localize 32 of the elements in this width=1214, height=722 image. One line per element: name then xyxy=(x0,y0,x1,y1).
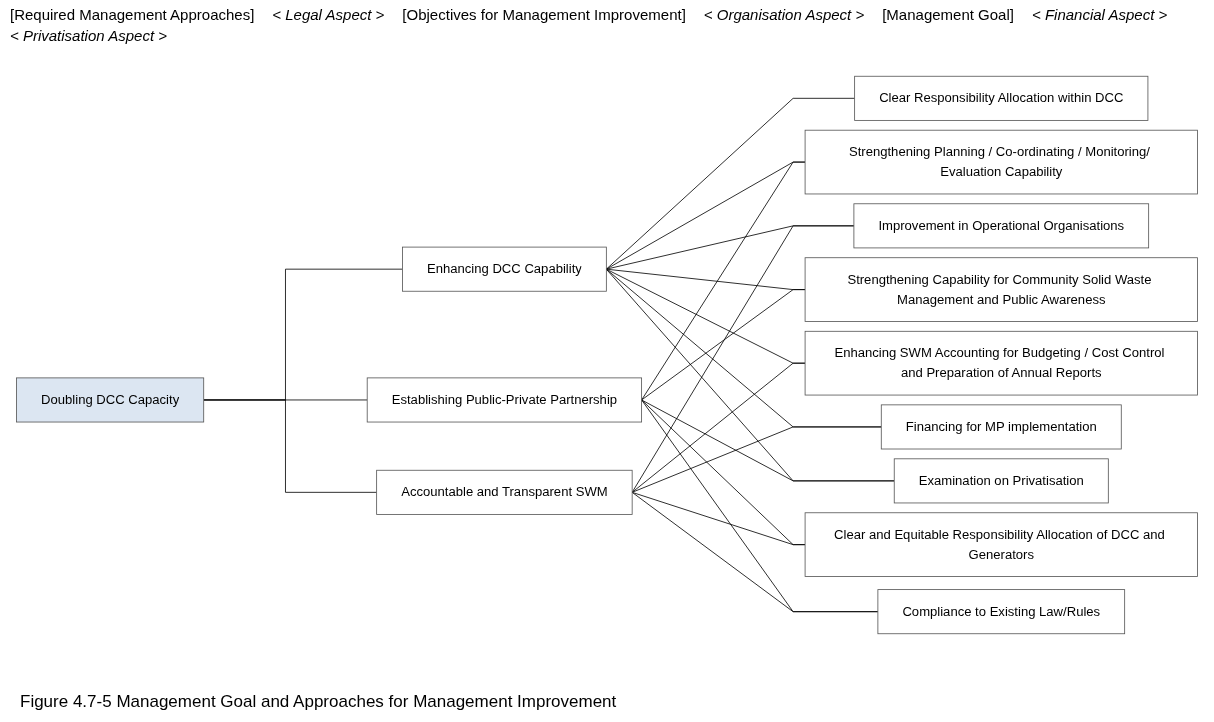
column-heading: [Objectives for Management Improvement] xyxy=(402,6,686,23)
connector xyxy=(631,491,806,546)
connector xyxy=(605,268,895,482)
column-heading: [Required Management Approaches] xyxy=(10,6,255,23)
node-box: Clear Responsibility Allocation within DCC xyxy=(854,75,1149,121)
connector xyxy=(631,426,882,493)
node-box: Doubling DCC Capacity xyxy=(16,377,205,423)
node-box: Clear and Equitable Responsibility Allocation of DCC and Generators xyxy=(804,512,1198,577)
node-box: Strengthening Planning / Co-ordinating / Monitoring/ Evaluation Capability xyxy=(804,129,1198,195)
connector xyxy=(641,399,895,482)
node-box: Enhancing DCC Capability xyxy=(402,246,607,292)
connector xyxy=(203,399,378,493)
aspect-heading: < Financial Aspect > xyxy=(1031,6,1168,23)
aspect-heading: < Organisation Aspect > xyxy=(703,6,865,23)
aspect-heading: < Privatisation Aspect > xyxy=(10,27,168,44)
connector xyxy=(631,362,806,493)
connector xyxy=(605,97,856,270)
node-box: Enhancing SWM Accounting for Budgeting / Cost Control and Preparation of Annual Reports xyxy=(804,330,1198,396)
node-box: Examination on Privatisation xyxy=(893,458,1109,504)
connector xyxy=(641,161,806,401)
node-box: Improvement in Operational Organisations xyxy=(853,203,1150,249)
node-box: Financing for MP implementation xyxy=(880,404,1122,450)
column-heading: [Management Goal] xyxy=(882,6,1014,23)
node-box: Strengthening Capability for Community Solid Waste Management and Public Awareness xyxy=(804,257,1198,322)
connector xyxy=(631,491,879,613)
node-box: Establishing Public-Private Partnership xyxy=(366,377,642,423)
figure-caption: Figure 4.7-5 Management Goal and Approaches for Management Improvement xyxy=(20,692,617,712)
connector xyxy=(631,225,855,493)
connector xyxy=(641,289,806,401)
node-box: Compliance to Existing Law/Rules xyxy=(877,589,1126,635)
node-box: Accountable and Transparent SWM xyxy=(376,469,633,515)
aspect-heading: < Legal Aspect > xyxy=(272,6,385,23)
